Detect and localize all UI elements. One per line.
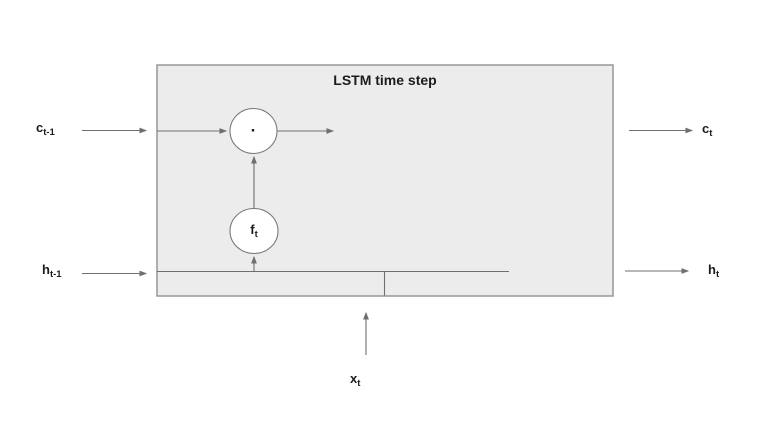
lstm-cell-box [156, 64, 614, 297]
label-hidden-state-out-main: h [708, 262, 716, 277]
multiply-node [229, 107, 278, 155]
diagram-title: LSTM time step [333, 72, 437, 88]
label-cell-state-in-main: c [36, 120, 44, 135]
label-input-sub: t [357, 378, 361, 389]
label-cell-state-in: ct-1 [36, 120, 55, 141]
forget-gate-label: ft [240, 222, 268, 243]
label-hidden-state-in-sub: t-1 [49, 269, 62, 280]
multiply-operator: · [250, 121, 257, 140]
label-cell-state-out-sub: t [709, 128, 713, 139]
label-cell-state-out-main: c [702, 121, 710, 136]
forget-gate-label-main: f [250, 222, 255, 237]
label-hidden-state-out-sub: t [715, 269, 720, 280]
forget-gate-label-sub: t [254, 229, 258, 240]
label-hidden-state-in-main: h [42, 262, 50, 277]
label-hidden-state-out: ht [708, 262, 719, 283]
label-cell-state-out: ct [702, 121, 712, 142]
label-input: xt [350, 371, 360, 392]
label-input-main: x [350, 371, 358, 386]
forget-gate-node [229, 207, 279, 255]
label-hidden-state-in: ht-1 [42, 262, 62, 283]
label-cell-state-in-sub: t-1 [43, 127, 55, 138]
